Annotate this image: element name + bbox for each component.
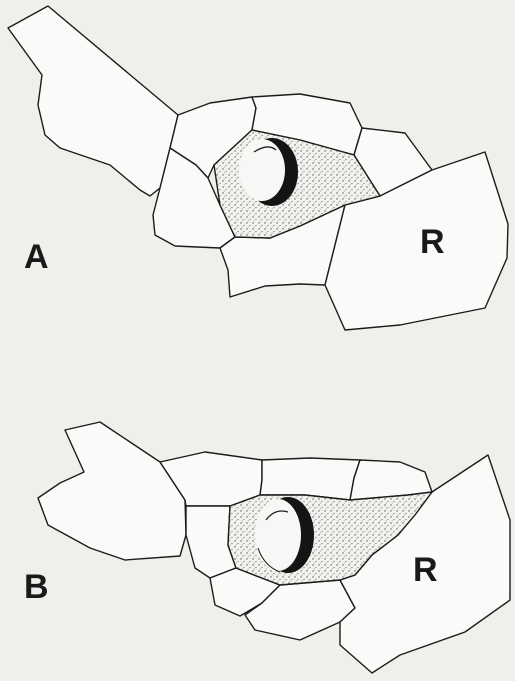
panel-b: B R (24, 422, 510, 673)
panel-b-scale-upper-mid (260, 458, 360, 500)
panel-a-label: A (24, 238, 49, 276)
panel-a-side-label: R (420, 223, 445, 261)
panel-a-scale-snout (8, 6, 178, 196)
panel-b-label: B (24, 568, 49, 606)
panel-b-side-label: R (413, 551, 438, 589)
panel-b-scale-snout (38, 422, 186, 560)
panel-a: A R (8, 6, 508, 330)
panel-b-eye-icon (255, 497, 314, 573)
